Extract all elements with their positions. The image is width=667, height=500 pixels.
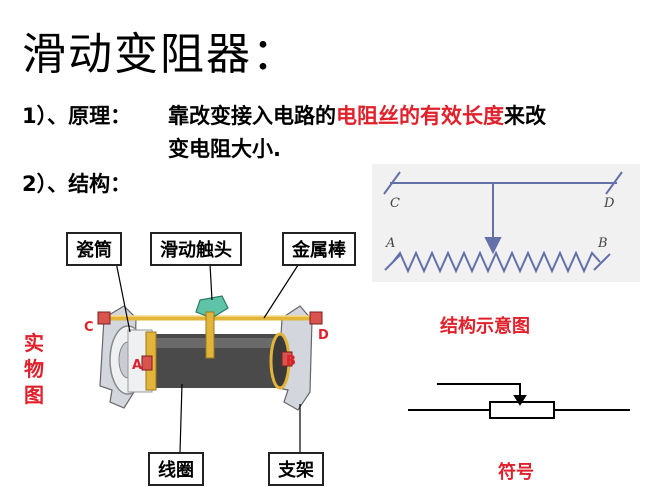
symbol-slider-line [437, 383, 521, 398]
caption-symbol: 符号 [498, 462, 534, 483]
rheostat-symbol [408, 383, 630, 419]
terminal-d-mark [605, 171, 623, 195]
terminal-d-label: D [318, 328, 329, 343]
terminal-b-label: B [286, 354, 296, 369]
schematic-label-b: B [598, 236, 608, 251]
schematic-resistance-wire [392, 250, 601, 274]
terminal-c-cap [97, 311, 111, 325]
label-bracket: 支架 [268, 452, 324, 486]
leader-coil [179, 383, 183, 453]
symbol-resistor-box [489, 401, 555, 419]
label-physical-image: 实物图 [24, 331, 44, 407]
terminal-d-cap [309, 311, 323, 325]
rheostat-drawing [97, 261, 323, 453]
principle-prefix: 1）、原理： [22, 104, 132, 128]
terminal-a-screw [141, 355, 153, 371]
schematic-slider-arrow [484, 237, 502, 255]
principle-line-1: 靠改变接入电路的电阻丝的有效长度来改 [168, 100, 546, 130]
slider-knob [195, 295, 229, 319]
terminal-c-label: C [84, 320, 94, 335]
schematic-label-a: A [386, 236, 396, 251]
label-metal-rod: 金属棒 [282, 232, 356, 266]
label-coil: 线圈 [148, 452, 204, 486]
caption-structure-diagram: 结构示意图 [440, 316, 530, 337]
structure-prefix: 2）、结构： [22, 172, 132, 196]
terminal-a-mark [384, 253, 402, 271]
page-title: 滑动变阻器： [22, 29, 298, 80]
symbol-slider-arrow [513, 395, 527, 406]
schematic-label-c: C [390, 196, 400, 211]
schematic-label-d: D [604, 196, 615, 211]
principle-text-before: 靠改变接入电路的 [168, 104, 336, 128]
leader-rod [263, 261, 301, 319]
terminal-c-mark [383, 171, 401, 195]
leader-lines [115, 261, 301, 453]
label-porcelain-tube: 瓷筒 [66, 232, 122, 266]
principle-text-after: 来改 [504, 104, 546, 128]
principle-highlight: 电阻丝的有效长度 [336, 104, 504, 128]
principle-line-2: 变电阻大小. [168, 137, 281, 161]
leader-slider [209, 263, 213, 301]
terminal-a-label: A [132, 358, 143, 373]
leader-porcelain [115, 261, 131, 333]
terminal-b-screw [281, 351, 293, 367]
slider-stem [205, 311, 215, 359]
label-slider: 滑动触头 [150, 232, 242, 266]
structure-schematic [383, 171, 623, 274]
terminal-b-mark [593, 253, 611, 271]
